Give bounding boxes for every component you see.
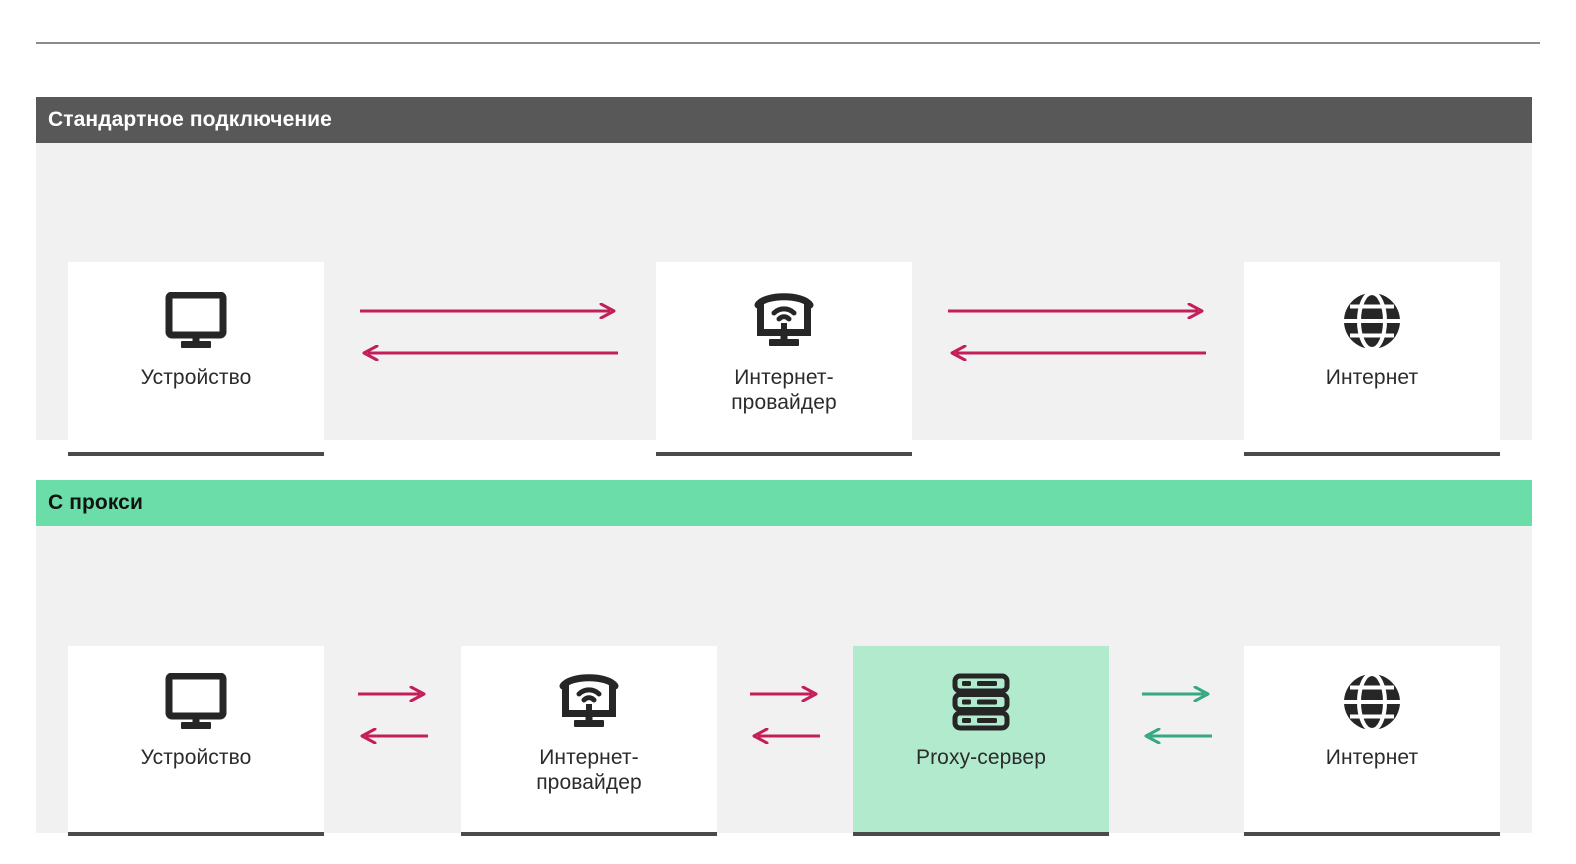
node-isp[interactable]: Интернет- провайдер bbox=[461, 646, 717, 836]
node-device[interactable]: Устройство bbox=[68, 646, 324, 836]
node-internet[interactable]: Интернет bbox=[1244, 646, 1500, 836]
wifi-monitor-icon bbox=[753, 284, 815, 358]
monitor-icon bbox=[165, 284, 227, 358]
arrow-right-icon bbox=[948, 303, 1204, 319]
arrow-right-icon bbox=[360, 303, 616, 319]
arrow-left-icon bbox=[1144, 728, 1212, 744]
node-isp[interactable]: Интернет- провайдер bbox=[656, 262, 912, 456]
arrow-left-icon bbox=[362, 345, 618, 361]
node-device[interactable]: Устройство bbox=[68, 262, 324, 456]
arrow-pair-isp-internet bbox=[946, 303, 1208, 361]
globe-icon bbox=[1342, 666, 1402, 738]
monitor-icon bbox=[165, 666, 227, 738]
node-proxy-server[interactable]: Proxy-сервер bbox=[853, 646, 1109, 836]
node-internet[interactable]: Интернет bbox=[1244, 262, 1500, 456]
arrow-pair-proxy-internet bbox=[1140, 686, 1214, 744]
arrow-right-icon bbox=[750, 686, 818, 702]
section-with-proxy: С прокси Устройство bbox=[36, 480, 1532, 836]
section-title-standard: Стандартное подключение bbox=[48, 108, 332, 131]
arrow-right-icon bbox=[358, 686, 426, 702]
arrow-right-icon bbox=[1142, 686, 1210, 702]
wifi-monitor-icon bbox=[558, 666, 620, 738]
arrow-left-icon bbox=[360, 728, 428, 744]
node-device-label: Устройство bbox=[140, 746, 252, 769]
top-divider-rule bbox=[36, 42, 1540, 44]
arrow-left-icon bbox=[752, 728, 820, 744]
arrow-pair-isp-proxy bbox=[748, 686, 822, 744]
node-isp-label: Интернет- провайдер bbox=[731, 366, 837, 414]
node-proxy-label: Proxy-сервер bbox=[915, 746, 1046, 769]
section-body-standard: Устройство bbox=[36, 143, 1532, 456]
node-internet-label: Интернет bbox=[1325, 746, 1419, 769]
globe-icon bbox=[1342, 284, 1402, 358]
section-body-proxy: Устройство bbox=[36, 526, 1532, 836]
arrow-pair-device-isp bbox=[356, 686, 430, 744]
node-internet-label: Интернет bbox=[1325, 366, 1419, 389]
arrow-pair-device-isp bbox=[358, 303, 620, 361]
arrow-left-icon bbox=[950, 345, 1206, 361]
section-header-standard: Стандартное подключение bbox=[36, 97, 1532, 143]
section-header-proxy: С прокси bbox=[36, 480, 1532, 526]
section-standard-connection: Стандартное подключение Устройство bbox=[36, 97, 1532, 456]
node-device-label: Устройство bbox=[140, 366, 252, 389]
section-title-proxy: С прокси bbox=[48, 491, 143, 514]
server-rack-icon bbox=[950, 666, 1012, 738]
node-isp-label: Интернет- провайдер bbox=[536, 746, 642, 794]
